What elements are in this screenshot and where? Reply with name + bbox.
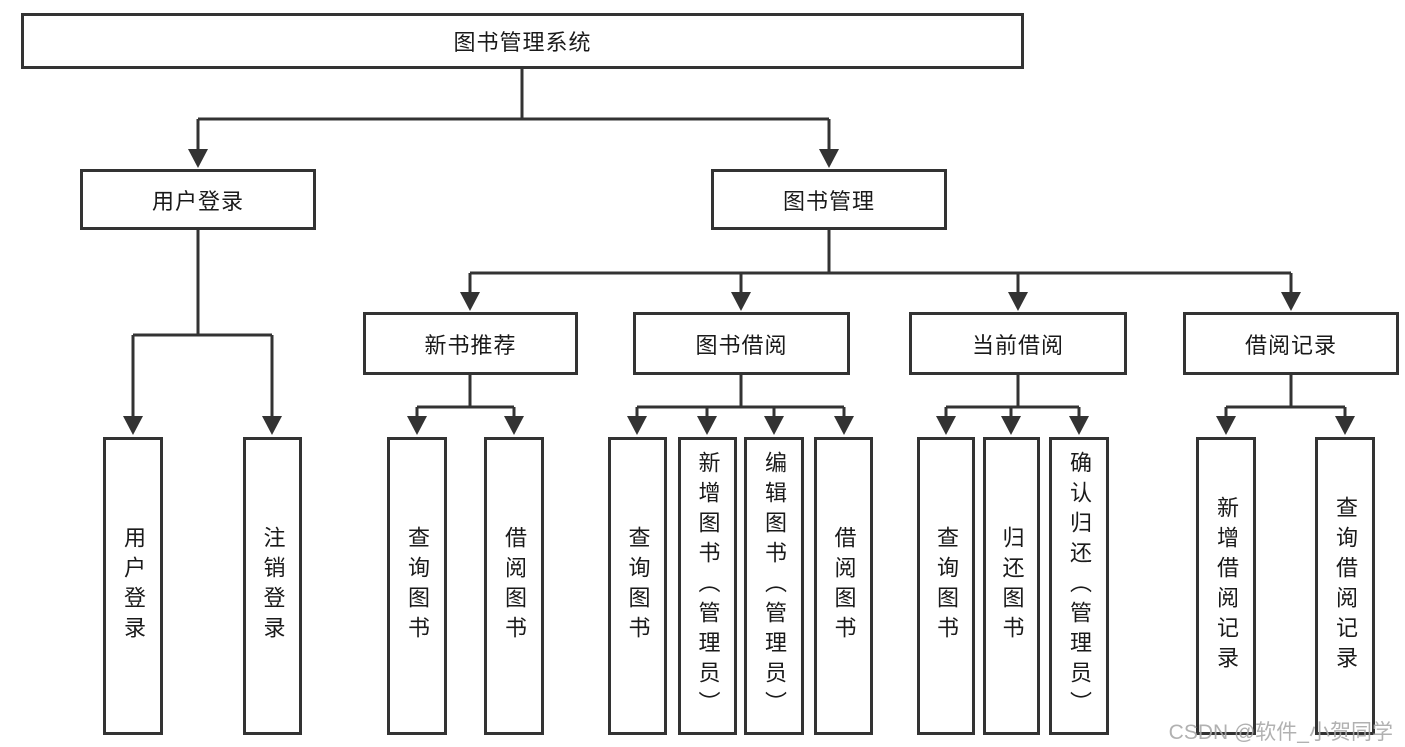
- leaf-borrow-books-1-label: 借阅图书: [502, 526, 527, 646]
- leaf-user-login-label: 用户登录: [121, 526, 146, 646]
- node-borrow-record-label: 借阅记录: [1244, 332, 1337, 358]
- leaf-query-books-3-label: 查询图书: [934, 526, 959, 646]
- leaf-query-books-2-label: 查询图书: [625, 526, 651, 646]
- node-new-book-recommend-label: 新书推荐: [424, 332, 517, 358]
- leaf-confirm-return-admin-label: 确认归还（管理员）: [1067, 451, 1092, 721]
- leaf-edit-book-admin: 编辑图书（管理员）: [744, 437, 804, 735]
- leaf-return-books: 归还图书: [983, 437, 1040, 735]
- leaf-query-books-1-label: 查询图书: [405, 526, 430, 646]
- leaf-query-books-3: 查询图书: [917, 437, 975, 735]
- leaf-query-borrow-record-label: 查询借阅记录: [1333, 496, 1358, 676]
- leaf-query-books-1: 查询图书: [387, 437, 447, 735]
- leaf-add-borrow-record-label: 新增借阅记录: [1214, 496, 1239, 676]
- watermark: CSDN @软件_小贺同学: [1168, 721, 1393, 744]
- node-book-management-label: 图书管理: [782, 188, 875, 214]
- node-book-borrow: 图书借阅: [633, 312, 850, 375]
- node-borrow-record: 借阅记录: [1183, 312, 1399, 375]
- node-current-borrow: 当前借阅: [909, 312, 1127, 375]
- leaf-add-book-admin-label: 新增图书（管理员）: [695, 451, 721, 721]
- node-user-login-label: 用户登录: [151, 188, 244, 214]
- leaf-user-login: 用户登录: [103, 437, 163, 735]
- leaf-edit-book-admin-label: 编辑图书（管理员）: [762, 451, 787, 721]
- leaf-query-books-2: 查询图书: [608, 437, 667, 735]
- leaf-query-borrow-record: 查询借阅记录: [1315, 437, 1375, 735]
- leaf-borrow-books-1: 借阅图书: [484, 437, 544, 735]
- leaf-borrow-books-2: 借阅图书: [814, 437, 873, 735]
- node-new-book-recommend: 新书推荐: [363, 312, 578, 375]
- node-current-borrow-label: 当前借阅: [971, 332, 1064, 358]
- leaf-add-borrow-record: 新增借阅记录: [1196, 437, 1256, 735]
- leaf-logout-label: 注销登录: [260, 526, 286, 646]
- leaf-logout: 注销登录: [243, 437, 302, 735]
- leaf-return-books-label: 归还图书: [999, 526, 1025, 646]
- node-root: 图书管理系统: [21, 13, 1024, 69]
- node-user-login: 用户登录: [80, 169, 316, 230]
- node-book-borrow-label: 图书借阅: [695, 332, 788, 358]
- node-root-label: 图书管理系统: [453, 30, 592, 55]
- node-book-management: 图书管理: [711, 169, 947, 230]
- leaf-confirm-return-admin: 确认归还（管理员）: [1049, 437, 1109, 735]
- leaf-add-book-admin: 新增图书（管理员）: [678, 437, 737, 735]
- leaf-borrow-books-2-label: 借阅图书: [831, 526, 857, 646]
